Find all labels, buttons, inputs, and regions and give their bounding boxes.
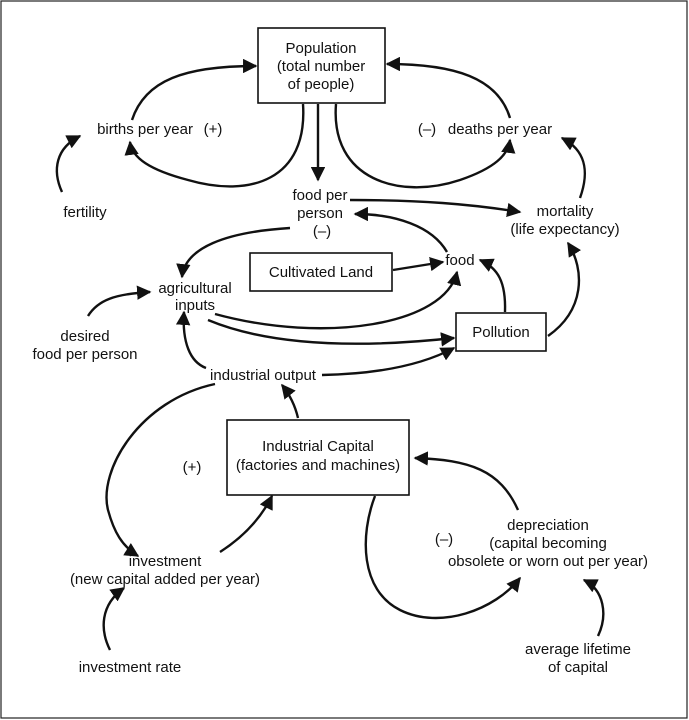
- desired-food-per-person-label-1: desired: [60, 328, 109, 345]
- depreciation-label-2: (capital becoming: [489, 535, 607, 552]
- investment-label-1: investment: [129, 553, 202, 570]
- investment-loop-sign: (+): [183, 459, 202, 476]
- depreciation-label-1: depreciation: [507, 517, 589, 534]
- arrow-deaths-to-population: [385, 56, 512, 119]
- average-lifetime-label-1: average lifetime: [525, 641, 631, 658]
- food-per-person-label-1: food per: [292, 187, 347, 204]
- arrow-agricultural-inputs-to-food: [214, 270, 462, 330]
- food-per-person-label-2: person: [297, 205, 343, 222]
- mortality-label-1: mortality: [537, 203, 594, 220]
- desired-food-per-person-label-2: food per person: [32, 346, 137, 363]
- fertility-label: fertility: [63, 204, 107, 221]
- arrow-desired-food-to-agricultural-inputs: [86, 285, 152, 317]
- cultivated-land-box: [249, 252, 393, 292]
- arrow-investment-to-industrial-capital: [219, 494, 274, 554]
- deaths-per-year-label: deaths per year: [448, 121, 552, 138]
- arrow-cultivated-land-to-food: [392, 256, 445, 272]
- arrow-industrial-output-to-investment: [105, 382, 216, 558]
- deaths-loop-sign: (–): [418, 121, 436, 138]
- agricultural-inputs-label-1: agricultural: [158, 280, 231, 297]
- average-lifetime-label-2: of capital: [548, 659, 608, 676]
- population-box-label-3: of people): [288, 76, 355, 93]
- arrow-industrial-capital-to-depreciation: [364, 495, 521, 620]
- cultivated-land-box-label: Cultivated Land: [269, 264, 373, 281]
- depreciation-loop-sign: (–): [435, 531, 453, 548]
- arrow-fertility-to-births: [55, 134, 82, 193]
- arrow-food-per-person-to-mortality: [349, 198, 522, 218]
- arrow-depreciation-to-industrial-capital: [413, 451, 520, 511]
- arrow-births-to-population: [130, 58, 258, 121]
- pollution-box-label: Pollution: [472, 324, 530, 341]
- births-per-year-label: births per year: [97, 121, 193, 138]
- agricultural-inputs-label-2: inputs: [175, 297, 215, 314]
- arrow-pollution-to-food: [478, 258, 507, 313]
- arrow-investment-rate-to-investment: [102, 587, 126, 651]
- food-per-person-loop-sign: (–): [313, 223, 331, 240]
- arrow-agricultural-inputs-to-pollution: [207, 318, 456, 347]
- population-box: [257, 27, 386, 104]
- arrow-population-to-deaths: [334, 103, 516, 189]
- pollution-box: [455, 312, 547, 352]
- arrow-food-per-person-to-agricultural-inputs: [176, 226, 291, 279]
- industrial-output-label: industrial output: [210, 367, 317, 384]
- population-box-label-2: (total number: [277, 58, 365, 75]
- arrow-population-to-births: [124, 103, 305, 188]
- arrow-average-lifetime-to-depreciation: [582, 578, 605, 637]
- population-box-label-1: Population: [286, 40, 357, 57]
- arrow-pollution-to-mortality: [547, 241, 581, 337]
- investment-label-2: (new capital added per year): [70, 571, 260, 588]
- arrow-mortality-to-deaths: [560, 136, 587, 199]
- industrial-capital-box-label-1: Industrial Capital: [262, 438, 374, 455]
- investment-rate-label: investment rate: [79, 659, 182, 676]
- arrow-food-to-food-per-person: [353, 206, 449, 253]
- food-label: food: [445, 252, 474, 269]
- births-loop-sign: (+): [204, 121, 223, 138]
- industrial-capital-box: [226, 419, 410, 496]
- arrow-industrial-output-to-agricultural-inputs: [175, 310, 207, 370]
- industrial-capital-box-label-2: (factories and machines): [236, 457, 400, 474]
- arrow-industrial-capital-to-industrial-output: [281, 383, 300, 419]
- depreciation-label-3: obsolete or worn out per year): [448, 553, 648, 570]
- mortality-label-2: (life expectancy): [510, 221, 619, 238]
- arrow-industrial-output-to-pollution: [321, 346, 456, 377]
